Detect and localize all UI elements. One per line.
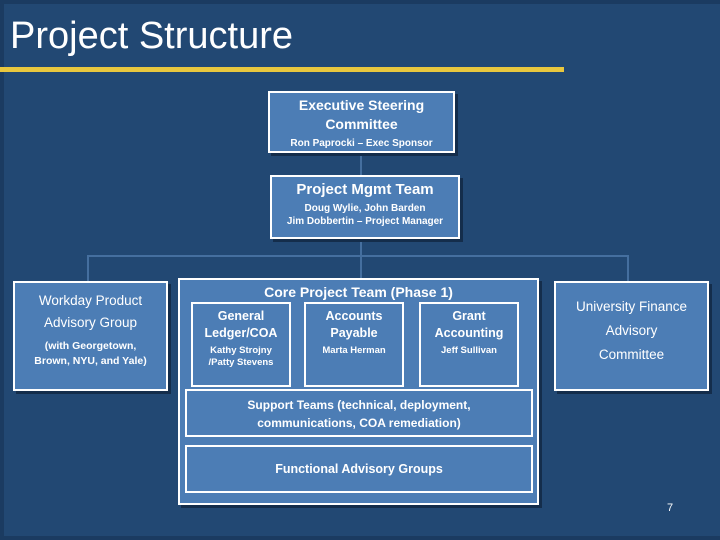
pmo-members-line1: Doug Wylie, John Barden [304, 203, 426, 214]
workday-advisory-group-box: Workday Product Advisory Group (with Geo… [13, 281, 168, 391]
exec-sponsor-label: Ron Paprocki – Exec Sponsor [290, 138, 433, 149]
team-box-general-ledger: General Ledger/COA Kathy Strojny /Patty … [191, 302, 291, 387]
workday-note-line1: (with Georgetown, [44, 340, 137, 352]
exec-title-line2: Committee [325, 116, 398, 132]
slide-edge-top [0, 0, 720, 4]
pmo-members-line2: Jim Dobbertin – Project Manager [286, 216, 444, 227]
connector-drop-core [360, 256, 362, 279]
team-member-line1: Kathy Strojny [210, 345, 272, 356]
team-name-line1: Accounts [325, 309, 383, 323]
workday-note-line2: Brown, NYU, and Yale) [34, 355, 147, 367]
team-member-line1: Jeff Sullivan [441, 345, 497, 356]
project-mgmt-team-box: Project Mgmt Team Doug Wylie, John Barde… [270, 175, 460, 239]
team-member-line2: /Patty Stevens [208, 357, 274, 368]
connector-drop-ufac [627, 256, 629, 282]
title-underline [0, 67, 564, 72]
functional-advisory-groups-box: Functional Advisory Groups [185, 445, 533, 493]
team-name-line2: Ledger/COA [204, 326, 278, 340]
support-teams-line2: communications, COA remediation) [257, 416, 461, 430]
core-team-title: Core Project Team (Phase 1) [264, 284, 453, 300]
functional-advisory-label: Functional Advisory Groups [275, 462, 443, 476]
support-teams-line1: Support Teams (technical, deployment, [247, 398, 471, 412]
team-name-line1: General [217, 309, 265, 323]
connector-pmo-down [360, 239, 362, 257]
team-name-line1: Grant [452, 309, 486, 323]
ufac-title-line2: Advisory [605, 323, 658, 338]
connector-drop-workday [87, 256, 89, 282]
connector-horizontal [87, 255, 629, 257]
team-name-line2: Accounting [434, 326, 504, 340]
university-finance-advisory-box: University Finance Advisory Committee [554, 281, 709, 391]
ufac-title-line3: Committee [598, 347, 665, 362]
team-name-line2: Payable [330, 326, 378, 340]
page-title: Project Structure [10, 15, 293, 57]
connector-exec-to-pmo [360, 152, 362, 176]
core-project-team-container: Core Project Team (Phase 1) General Ledg… [178, 278, 539, 505]
page-number: 7 [666, 502, 674, 514]
slide-edge-bottom [0, 536, 720, 540]
team-member-line1: Marta Herman [322, 345, 386, 356]
slide-edge-left [0, 0, 4, 540]
pmo-title: Project Mgmt Team [296, 181, 434, 198]
support-teams-box: Support Teams (technical, deployment, co… [185, 389, 533, 437]
ufac-title-line1: University Finance [575, 299, 688, 314]
team-box-accounts-payable: Accounts Payable Marta Herman [304, 302, 404, 387]
workday-title-line2: Advisory Group [43, 315, 138, 330]
exec-title-line1: Executive Steering [298, 97, 425, 113]
team-box-grant-accounting: Grant Accounting Jeff Sullivan [419, 302, 519, 387]
exec-steering-committee-box: Executive Steering Committee Ron Paprock… [268, 91, 455, 153]
workday-title-line1: Workday Product [38, 293, 143, 308]
